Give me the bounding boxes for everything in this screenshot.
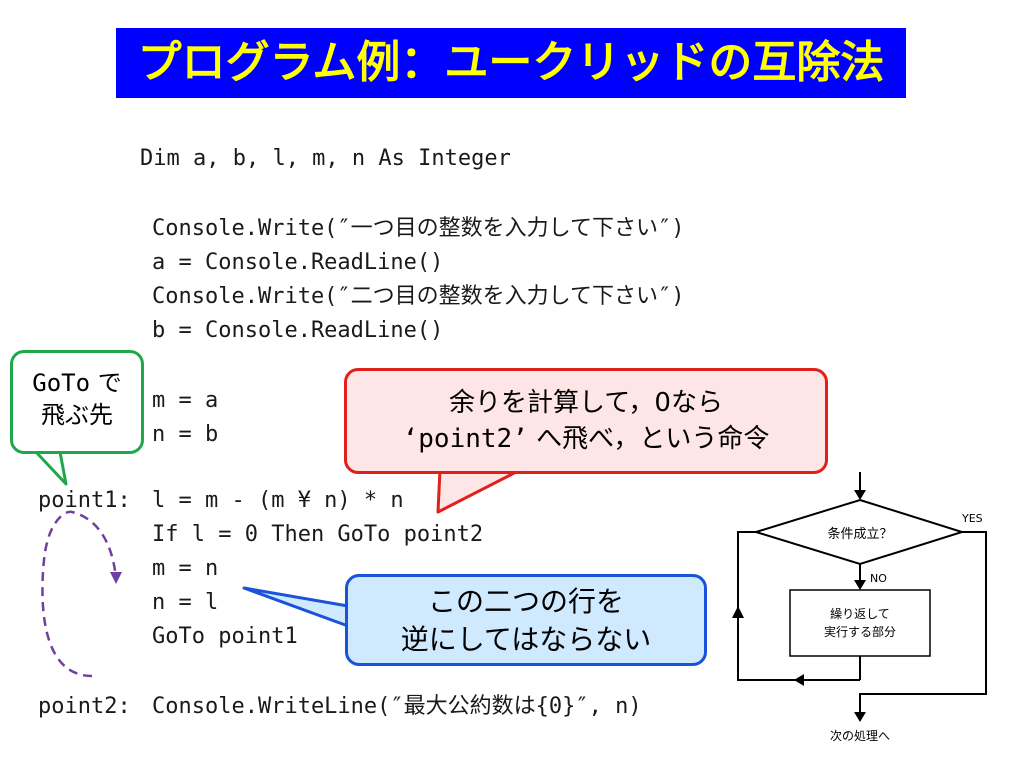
swap-warning-line1: この二つの行を [427, 585, 624, 618]
slide-title: プログラム例：ユークリッドの互除法 [116, 28, 906, 98]
loop-arrow [41, 510, 118, 678]
loop-arrow-head [110, 572, 122, 584]
goto-callout-tail [34, 450, 68, 486]
code-dim-line: Dim a, b, l, m, n As Integer [140, 146, 511, 171]
goto-target-callout-line2: 飛ぶ先 [41, 401, 113, 429]
goto-target-callout: GoTo で 飛ぶ先 [10, 350, 144, 454]
swap-callout-tail [242, 586, 350, 628]
code-read2-line: b = Console.ReadLine() [152, 318, 444, 343]
flowchart-process-line2: 実行する部分 [824, 624, 896, 639]
code-write2-line: Console.Write(″二つ目の整数を入力して下さい″) [152, 284, 685, 309]
code-writeline-line: Console.WriteLine(″最大公約数は{0}″, n) [152, 694, 642, 719]
code-assign-m-line: m = a [152, 388, 219, 413]
code-if-line: If l = 0 Then GoTo point2 [152, 522, 484, 547]
flowchart-process-line1: 繰り返して [830, 607, 890, 621]
goto-keyword: GoTo [32, 369, 91, 397]
swap-warning-callout: この二つの行を 逆にしてはならない [345, 574, 707, 666]
remainder-callout-suffix: へ飛べ，という命令 [527, 424, 770, 454]
process-box [789, 589, 931, 657]
point2-keyword: ‘point2’ [402, 424, 528, 454]
remainder-callout-tail [436, 468, 522, 514]
code-n-eq-l-line: n = l [152, 590, 219, 615]
flowchart [732, 472, 987, 722]
code-mod-line: l = m - (m ¥ n) * n [152, 488, 404, 513]
flowchart-yes-label: YES [961, 512, 983, 525]
code-write1-line: Console.Write(″一つ目の整数を入力して下さい″) [152, 216, 685, 241]
flowchart-next-label: 次の処理へ [830, 729, 890, 743]
goto-target-callout-line1: GoTo で [13, 367, 141, 399]
code-goto-point1-line: GoTo point1 [152, 624, 298, 649]
code-label-point1: point1: [38, 488, 131, 513]
remainder-callout: 余りを計算して，0なら ‘point2’ へ飛べ，という命令 [344, 368, 828, 474]
remainder-callout-line1: 余りを計算して，0なら [449, 388, 723, 418]
flowchart-no-label: NO [870, 572, 887, 585]
goto-target-callout-suffix: で [90, 369, 122, 397]
remainder-callout-line2: ‘point2’ へ飛べ，という命令 [347, 421, 825, 457]
code-assign-n-line: n = b [152, 422, 219, 447]
flowchart-condition-text: 条件成立？ [827, 526, 892, 542]
code-label-point2: point2: [38, 694, 131, 719]
code-m-eq-n-line: m = n [152, 556, 219, 581]
swap-warning-line2: 逆にしてはならない [400, 623, 652, 656]
code-read1-line: a = Console.ReadLine() [152, 250, 444, 275]
